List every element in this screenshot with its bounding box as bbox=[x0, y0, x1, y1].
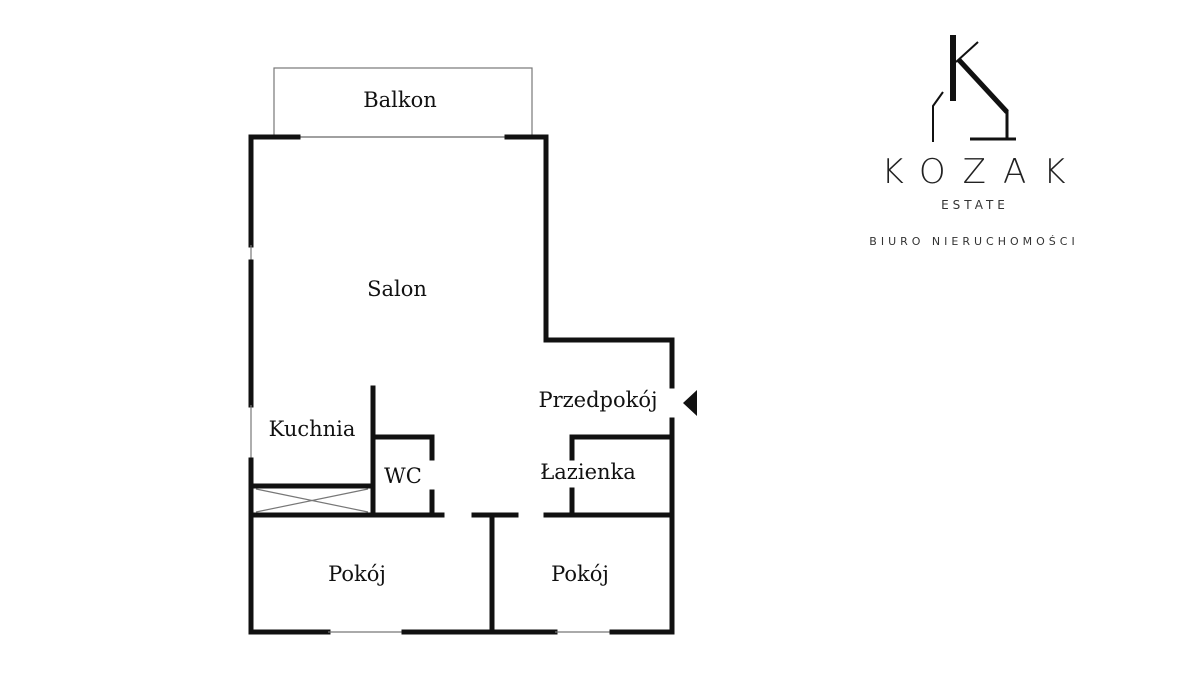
house-k-logo-icon bbox=[932, 35, 1016, 142]
logo-tagline: BIURO NIERUCHOMOŚCI bbox=[869, 235, 1078, 248]
room-label-salon: Salon bbox=[367, 277, 427, 301]
room-label-wc: WC bbox=[384, 464, 422, 488]
room-label-room-left: Pokój bbox=[328, 562, 386, 586]
room-label-kitchen: Kuchnia bbox=[269, 417, 356, 441]
logo-subtitle: ESTATE bbox=[941, 198, 1009, 212]
logo: KOZAK ESTATE BIURO NIERUCHOMOŚCI bbox=[869, 35, 1082, 248]
room-label-bathroom: Łazienka bbox=[540, 460, 636, 484]
room-label-room-right: Pokój bbox=[551, 562, 609, 586]
room-label-hallway: Przedpokój bbox=[538, 388, 657, 412]
logo-name: KOZAK bbox=[881, 152, 1082, 192]
walls bbox=[248, 67, 675, 635]
triangle-left-icon bbox=[683, 390, 697, 416]
room-label-balcony: Balkon bbox=[363, 88, 437, 112]
